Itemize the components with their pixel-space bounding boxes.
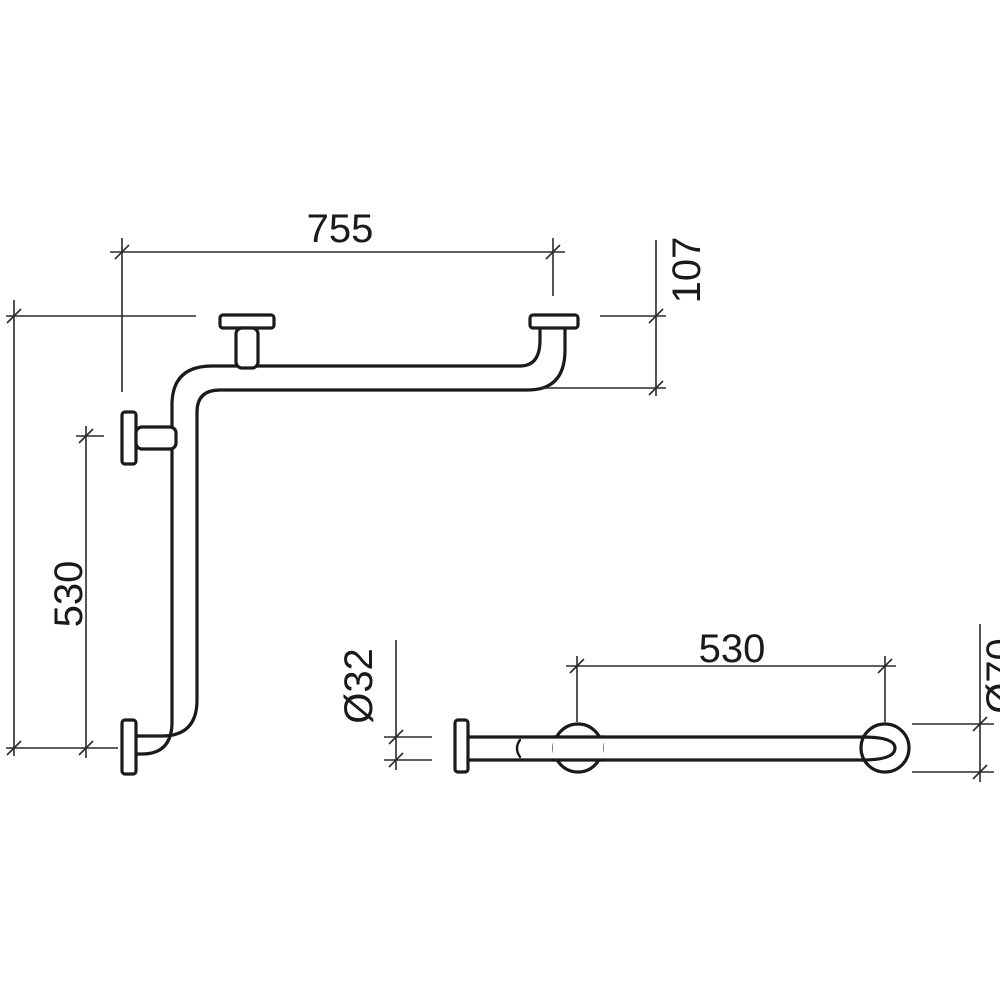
dim-left-height-label: 755 — [0, 495, 3, 562]
dim-top-width-label: 755 — [307, 207, 374, 251]
l-bar-side-post — [134, 425, 178, 451]
dim-bar-length: 530 — [566, 627, 896, 722]
straight-bar-end-round-flange — [859, 722, 911, 774]
dim-bar-length-label: 530 — [699, 627, 766, 671]
straight-bar-end-flange — [453, 718, 470, 774]
straight-grab-bar — [453, 718, 911, 774]
dim-flange-diameter-label: Ø70 — [979, 638, 1000, 714]
dim-left-inner: 530 — [47, 426, 104, 758]
dim-tube-diameter-label: Ø32 — [337, 648, 381, 724]
l-shaped-grab-bar — [120, 313, 580, 776]
l-bar-top-left-flange — [218, 313, 276, 330]
dim-flange-diameter: Ø70 — [912, 624, 1000, 782]
l-bar-top-right-flange — [528, 313, 580, 330]
straight-bar-joint-mark — [515, 738, 522, 759]
l-bar-top-left-post — [234, 326, 260, 370]
dim-top-width: 755 — [110, 207, 565, 392]
l-bar-tube-outer — [134, 328, 542, 756]
dim-tube-diameter: Ø32 — [337, 640, 432, 770]
l-bar-side-flange — [120, 410, 138, 466]
dim-top-offset-label: 107 — [665, 237, 709, 304]
dim-left-inner-label: 530 — [47, 561, 91, 628]
dim-left-height: 755 — [0, 300, 196, 756]
dim-top-offset: 107 — [540, 237, 709, 396]
l-bar-bottom-flange — [120, 718, 138, 776]
l-bar-tube-inner — [134, 328, 567, 738]
